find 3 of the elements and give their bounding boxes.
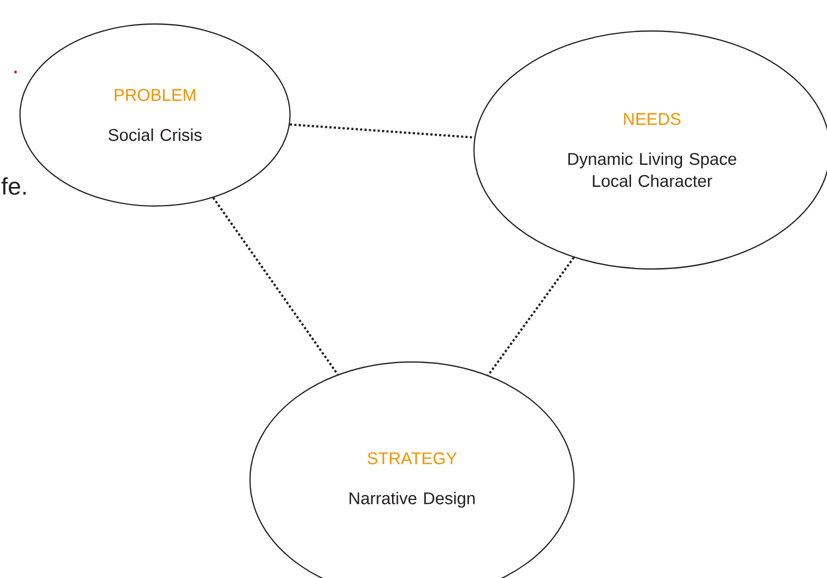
dotted-line: [487, 256, 575, 376]
dotted-line: [290, 123, 474, 139]
dotted-line: [212, 197, 339, 376]
